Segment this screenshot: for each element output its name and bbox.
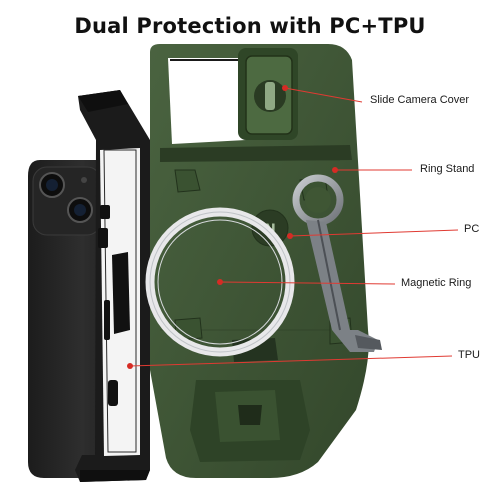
callout-dot-slide-camera-cover <box>282 85 288 91</box>
tpu-bumper <box>75 90 150 482</box>
callout-line-slide-camera-cover <box>284 87 363 103</box>
callout-magnetic-ring: Magnetic Ring <box>401 277 472 289</box>
magnetic-ring <box>145 207 295 357</box>
ring-stand <box>292 174 382 352</box>
callout-ring-stand: Ring Stand <box>420 163 475 175</box>
callout-dot-tpu <box>127 363 133 369</box>
callout-dot-ring-stand <box>332 167 338 173</box>
callout-lines <box>129 87 459 367</box>
callout-line-tpu <box>129 355 453 367</box>
pc-case: N <box>150 44 369 478</box>
callout-slide-camera-cover: Slide Camera Cover <box>370 94 470 106</box>
callout-dot-pc <box>287 233 293 239</box>
callout-line-magnetic-ring <box>219 281 396 285</box>
callout-pc: PC <box>464 223 480 235</box>
headline: Dual Protection with PC+TPU <box>74 14 426 38</box>
callout-tpu: TPU <box>458 349 480 361</box>
callout-dot-magnetic-ring <box>217 279 223 285</box>
callout-dots <box>127 85 338 369</box>
callout-line-pc <box>289 229 459 237</box>
